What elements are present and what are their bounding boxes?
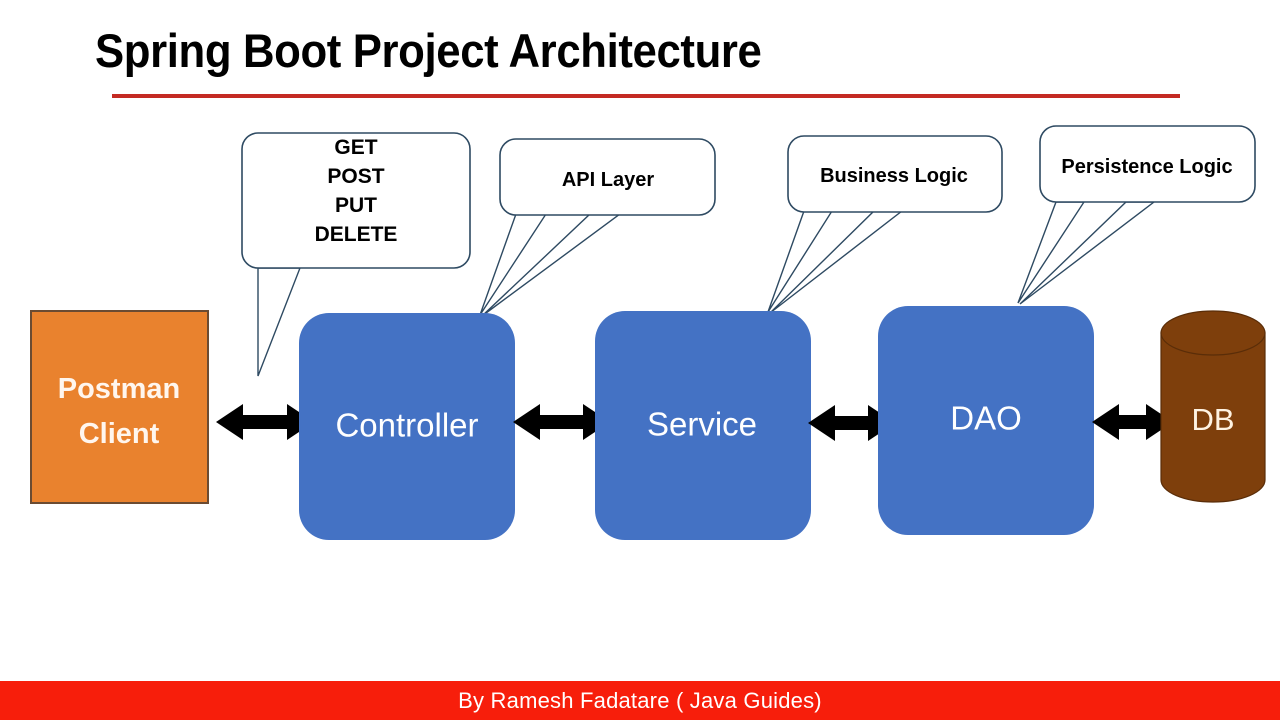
node-service-shape <box>595 311 811 540</box>
node-dao[interactable]: DAO <box>878 306 1094 535</box>
node-db-cylinder-body <box>1160 332 1266 503</box>
callout-http-methods-line-1: GET <box>334 136 377 159</box>
connector-dao-db <box>1092 404 1173 440</box>
callout-business-logic[interactable]: Business Logic <box>767 135 1003 314</box>
node-controller[interactable]: Controller <box>299 313 515 540</box>
node-postman-client-label-line2: Client <box>79 418 160 450</box>
footer-bar: By Ramesh Fadatare ( Java Guides) <box>0 681 1280 720</box>
callout-api-layer-label: API Layer <box>562 169 654 191</box>
callout-http-methods-tail <box>257 267 302 377</box>
callout-persistence-logic-body <box>1039 125 1256 203</box>
callout-http-methods-line-3: PUT <box>335 194 377 217</box>
callout-persistence-logic[interactable]: Persistence Logic <box>1017 125 1256 305</box>
double-arrow-icon <box>513 404 610 440</box>
node-postman-client[interactable]: Postman Client <box>30 310 209 504</box>
connector-controller-service <box>513 404 610 440</box>
callout-http-methods[interactable]: GET POST PUT DELETE <box>241 132 471 377</box>
node-db[interactable]: DB <box>1160 310 1266 503</box>
node-dao-label: DAO <box>950 400 1022 437</box>
node-controller-label: Controller <box>335 407 478 444</box>
node-service[interactable]: Service <box>595 311 811 540</box>
callout-http-methods-line-4: DELETE <box>315 223 398 246</box>
title-block: Spring Boot Project Architecture <box>95 24 1195 78</box>
node-postman-client-label-line1: Postman <box>58 373 180 405</box>
callout-http-methods-body <box>241 132 471 269</box>
node-service-label: Service <box>647 406 757 443</box>
callout-persistence-logic-label: Persistence Logic <box>1061 156 1232 178</box>
double-arrow-icon <box>216 404 314 440</box>
callout-business-logic-body <box>787 135 1003 213</box>
footer-credit-text: By Ramesh Fadatare ( Java Guides) <box>458 687 822 713</box>
node-controller-shape <box>299 313 515 540</box>
double-arrow-icon <box>1092 404 1173 440</box>
connector-client-controller <box>216 404 314 440</box>
title-underline-rule <box>112 94 1180 98</box>
connector-service-dao <box>808 405 895 441</box>
callout-api-layer[interactable]: API Layer <box>479 138 716 317</box>
double-arrow-icon <box>808 405 895 441</box>
node-db-label: DB <box>1191 402 1234 437</box>
callout-http-methods-line-2: POST <box>327 165 384 188</box>
node-postman-client-shape <box>30 310 209 504</box>
callout-business-logic-label: Business Logic <box>820 165 968 187</box>
node-dao-shape <box>878 306 1094 535</box>
page-title: Spring Boot Project Architecture <box>95 24 762 77</box>
callout-api-layer-body <box>499 138 716 216</box>
node-db-cylinder-top <box>1160 310 1266 356</box>
